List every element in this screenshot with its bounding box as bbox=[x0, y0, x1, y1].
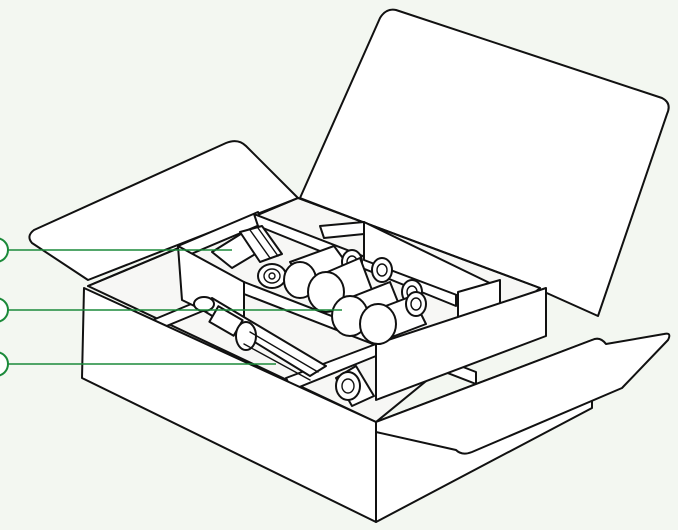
cylinder-items bbox=[283, 245, 427, 345]
roll-items bbox=[211, 225, 287, 289]
box-front-flap bbox=[375, 332, 671, 455]
callouts bbox=[0, 237, 342, 377]
callout-3-marker bbox=[0, 351, 9, 377]
box-left-flap bbox=[28, 140, 299, 281]
box-back-lid bbox=[299, 8, 670, 317]
callout-2-marker bbox=[0, 297, 9, 323]
tube-item bbox=[193, 296, 327, 381]
cap-item bbox=[335, 365, 375, 407]
callout-1-marker bbox=[0, 237, 9, 263]
